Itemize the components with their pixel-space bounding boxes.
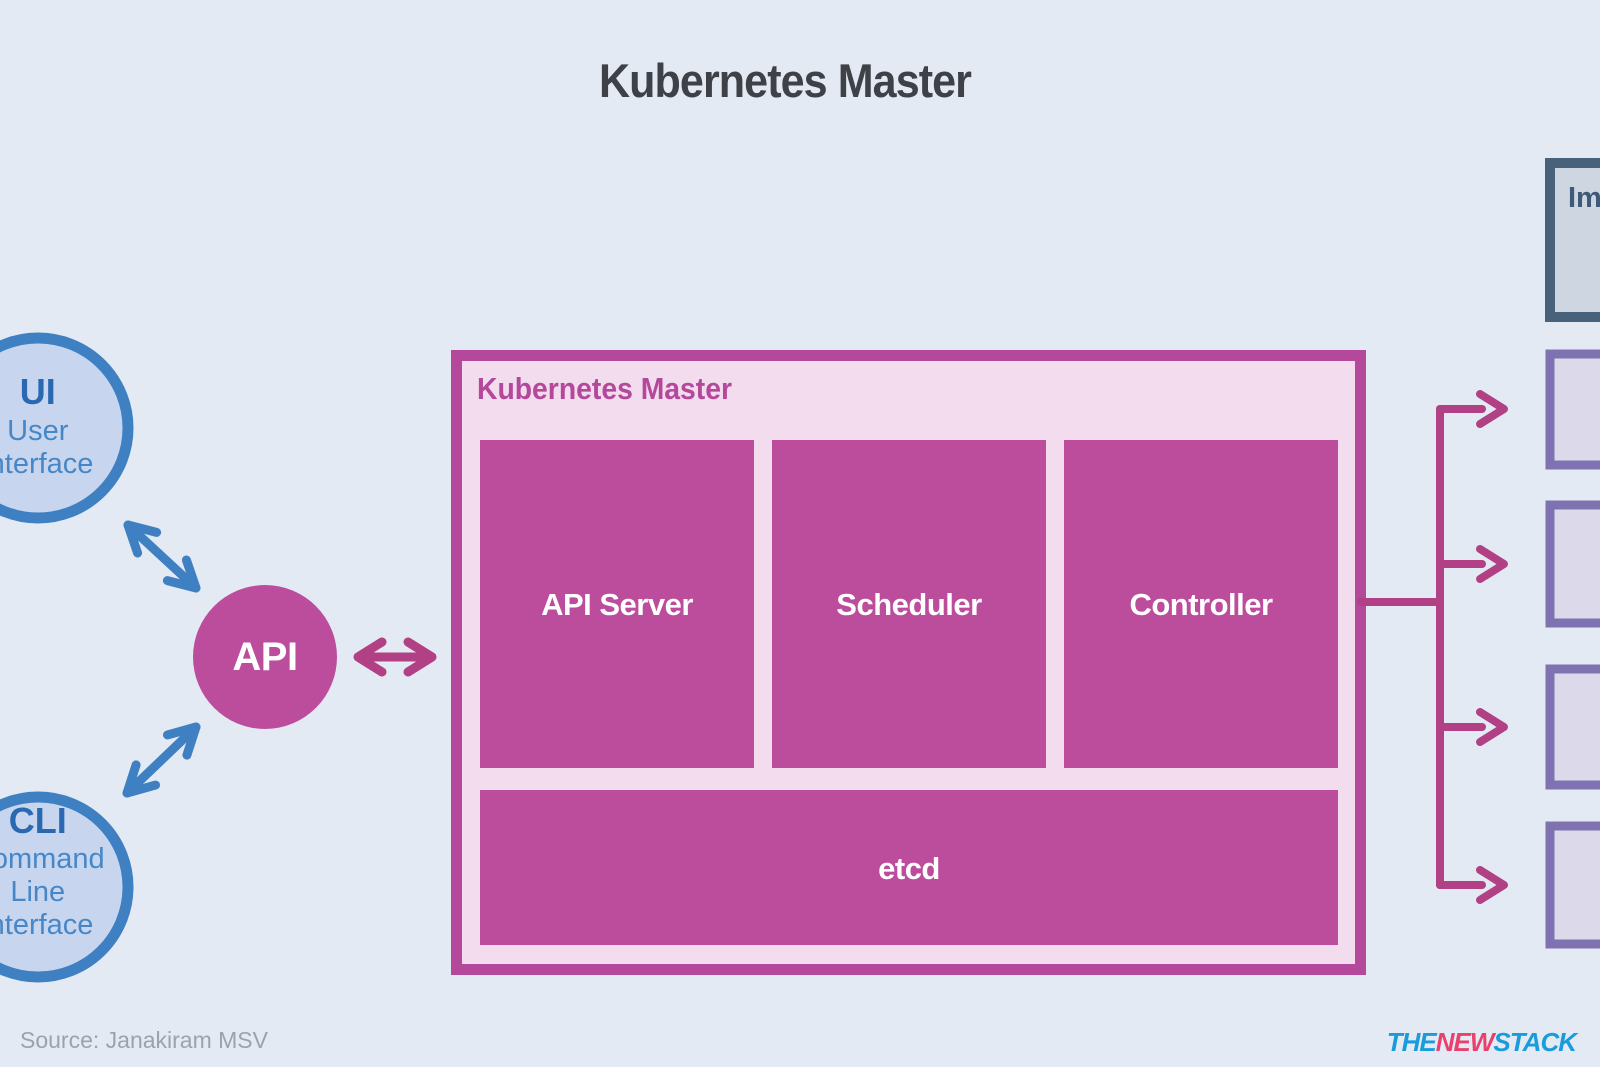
arrowhead-icon (1476, 545, 1508, 583)
svg-text:CLI Command Line: CLI Command Line Interface (0, 800, 109, 941)
kubernetes-master-box: Kubernetes Master API Server Scheduler C… (451, 350, 1366, 975)
node-box-2 (1545, 500, 1600, 628)
arrowhead-icon (162, 555, 201, 593)
arrowhead-icon (122, 760, 160, 798)
cli-circle: CLI Command Line Interface (0, 791, 134, 983)
logo-the: THE (1387, 1027, 1438, 1057)
cli-line-3: Interface (0, 909, 93, 941)
etcd-label: etcd (878, 851, 940, 886)
controller-label: Controller (1129, 587, 1273, 622)
controller-box (1064, 440, 1338, 768)
arrowhead-icon (123, 520, 162, 558)
scheduler-label: Scheduler (836, 587, 982, 622)
ui-circle: UI User Interface (0, 332, 134, 524)
image-registry-label: Im (1568, 182, 1600, 214)
api-label: API (232, 635, 297, 679)
etcd-box (480, 790, 1338, 945)
cli-line-1: Command (0, 843, 105, 875)
ui-abbr-label: UI (20, 371, 56, 412)
logo-stack: STACK (1493, 1027, 1579, 1057)
arrowhead-icon (1476, 866, 1508, 904)
source-credit: Source: Janakiram MSV (20, 1027, 269, 1053)
ui-api-arrow (123, 520, 201, 593)
api-server-box (480, 440, 754, 768)
cli-abbr-label: CLI (9, 800, 67, 841)
cli-line-2: Line (10, 876, 65, 908)
cli-circle-shape (0, 791, 134, 983)
api-circle-shape (193, 585, 337, 729)
arrowhead-icon (1476, 390, 1508, 428)
arrowhead-icon (163, 722, 201, 760)
image-registry-box: Im (1545, 158, 1600, 322)
ui-circle-shape (0, 332, 134, 524)
arrowhead-icon (403, 637, 437, 677)
master-to-nodes-connector (1357, 390, 1508, 904)
api-server-label: API Server (541, 587, 693, 622)
node-box-1 (1545, 349, 1600, 470)
node-box-3 (1545, 664, 1600, 790)
logo-new: NEW (1436, 1027, 1497, 1057)
arrowhead-icon (1476, 708, 1508, 746)
ui-line-2: Interface (0, 448, 93, 480)
arrowhead-icon (353, 637, 387, 677)
ui-line-1: User (7, 415, 69, 447)
page-title: Kubernetes Master (599, 54, 972, 107)
scheduler-box (772, 440, 1046, 768)
cli-api-arrow (122, 722, 201, 798)
image-registry-frame (1545, 158, 1600, 322)
thenewstack-logo: THENEWSTACK (1387, 1027, 1580, 1057)
svg-text:UI User Interface: UI User Interface (0, 371, 93, 480)
node-box-4 (1545, 821, 1600, 949)
master-box-title: Kubernetes Master (477, 371, 732, 406)
api-master-arrow (353, 637, 437, 677)
api-circle: API (193, 585, 337, 729)
